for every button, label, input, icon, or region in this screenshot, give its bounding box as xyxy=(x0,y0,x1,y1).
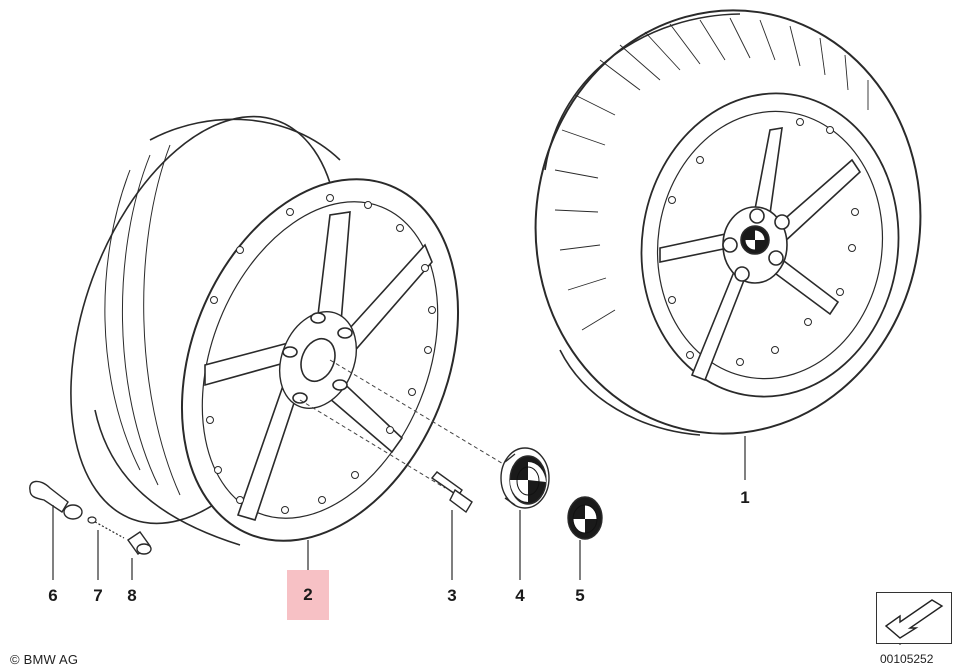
valve-illustration xyxy=(29,480,83,520)
callout-2-highlighted[interactable]: 2 xyxy=(287,570,329,620)
callout-7[interactable]: 7 xyxy=(93,586,103,605)
callout-5[interactable]: 5 xyxy=(575,586,585,605)
callout-1[interactable]: 1 xyxy=(740,488,750,507)
assembly-lines xyxy=(299,359,511,489)
emblem-illustration xyxy=(567,496,603,540)
callout-4[interactable]: 4 xyxy=(515,586,525,605)
wheel-tire-illustration xyxy=(534,9,922,436)
wheel-bolt-illustration xyxy=(430,471,473,514)
valve-cap-illustration xyxy=(127,531,152,555)
leader-lines xyxy=(52,436,746,580)
callout-6[interactable]: 6 xyxy=(48,586,58,605)
rim-illustration xyxy=(70,115,460,546)
callout-3[interactable]: 3 xyxy=(447,586,457,605)
valve-insert-illustration xyxy=(87,516,125,539)
copyright-text: © BMW AG xyxy=(10,652,79,667)
document-number: 00105252 xyxy=(880,652,934,666)
callout-8[interactable]: 8 xyxy=(127,586,137,605)
hub-cap-illustration xyxy=(500,447,550,509)
arrow-icon xyxy=(884,599,944,639)
